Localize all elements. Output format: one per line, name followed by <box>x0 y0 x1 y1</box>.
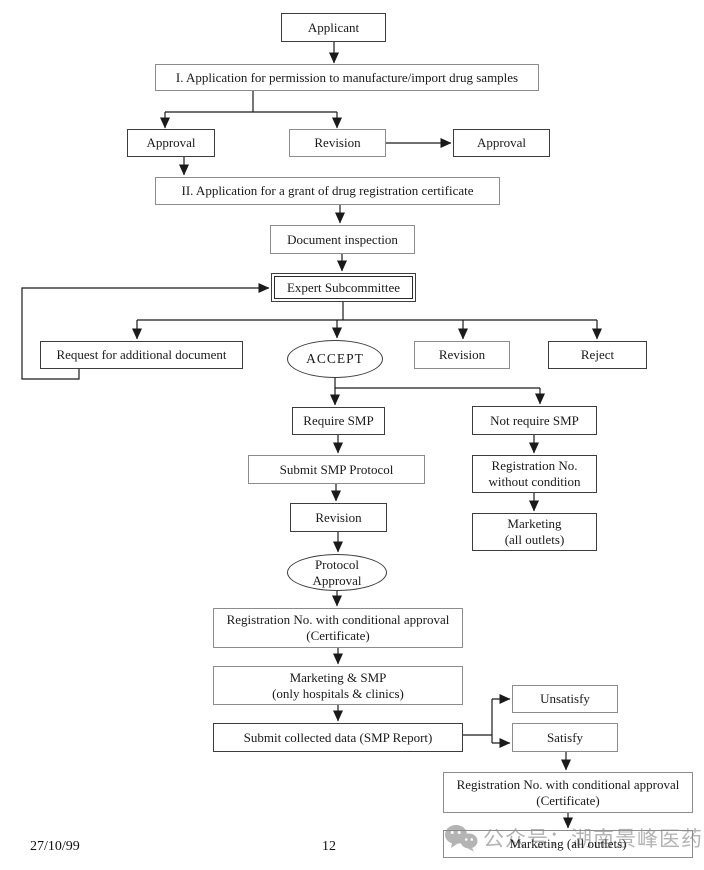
node-reject: Reject <box>548 341 647 369</box>
node-submit-collected-data: Submit collected data (SMP Report) <box>213 723 463 752</box>
node-require-smp: Require SMP <box>292 407 385 435</box>
footer-date: 27/10/99 <box>30 839 80 854</box>
node-revision-mid: Revision <box>414 341 510 369</box>
node-revision-smp: Revision <box>290 503 387 532</box>
node-submit-smp-protocol: Submit SMP Protocol <box>248 455 425 484</box>
node-step2-registration-certificate: II. Application for a grant of drug regi… <box>155 177 500 205</box>
node-request-additional-document: Request for additional document <box>40 341 243 369</box>
node-accept-ellipse: ACCEPT <box>287 340 383 378</box>
node-registration-conditional-approval-2: Registration No. with conditional approv… <box>443 772 693 813</box>
node-registration-no-without-condition: Registration No. without condition <box>472 455 597 493</box>
node-unsatisfy: Unsatisfy <box>512 685 618 713</box>
node-document-inspection: Document inspection <box>270 225 415 254</box>
node-expert-subcommittee: Expert Subcommittee <box>271 273 416 302</box>
node-marketing-all-outlets-bottom: Marketing (all outlets) <box>443 830 693 858</box>
node-approval-left: Approval <box>127 129 215 157</box>
node-approval-right: Approval <box>453 129 550 157</box>
node-applicant: Applicant <box>281 13 386 42</box>
node-registration-conditional-approval-1: Registration No. with conditional approv… <box>213 608 463 648</box>
node-marketing-smp: Marketing & SMP (only hospitals & clinic… <box>213 666 463 705</box>
node-revision-top: Revision <box>289 129 386 157</box>
node-marketing-all-outlets-right: Marketing (all outlets) <box>472 513 597 551</box>
node-protocol-approval-ellipse: Protocol Approval <box>287 554 387 591</box>
page-number: 12 <box>322 839 336 854</box>
node-not-require-smp: Not require SMP <box>472 406 597 435</box>
node-step1-application-samples: I. Application for permission to manufac… <box>155 64 539 91</box>
node-satisfy: Satisfy <box>512 723 618 752</box>
